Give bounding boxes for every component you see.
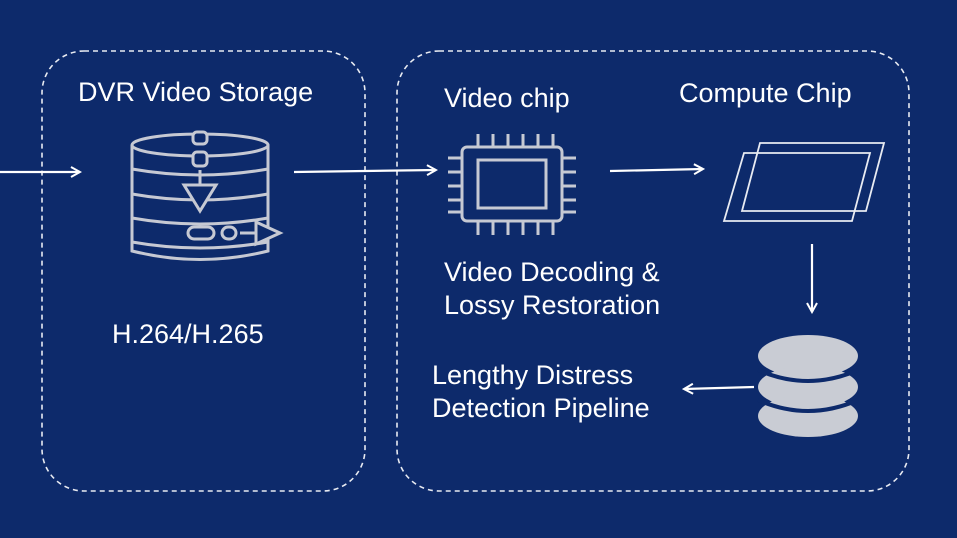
dvr-storage-title: DVR Video Storage [78,77,314,107]
arrow-database-to-pipeline [684,387,755,389]
stacked-parallelogram-icon [722,142,886,222]
pipeline-label-line1: Lengthy Distress [432,360,634,390]
database-icon [757,335,859,437]
video-chip-title: Video chip [444,83,570,113]
database-transfer-icon [130,130,284,261]
pipeline-label-line2: Detection Pipeline [432,393,650,423]
dvr-storage-group [41,50,366,492]
arrow-dvr-to-video-chip [293,170,436,172]
pipeline-label: Lengthy Distress Detection Pipeline [432,359,650,425]
cpu-chip-icon [448,134,576,235]
codec-caption: H.264/H.265 [112,319,264,349]
processing-group [396,50,910,492]
decoding-label-line1: Video Decoding & [444,257,660,287]
decoding-label-line2: Lossy Restoration [444,290,661,320]
compute-chip-title: Compute Chip [679,78,852,108]
arrow-video-chip-to-compute-chip [609,169,703,171]
decoding-label: Video Decoding & Lossy Restoration [444,256,660,322]
